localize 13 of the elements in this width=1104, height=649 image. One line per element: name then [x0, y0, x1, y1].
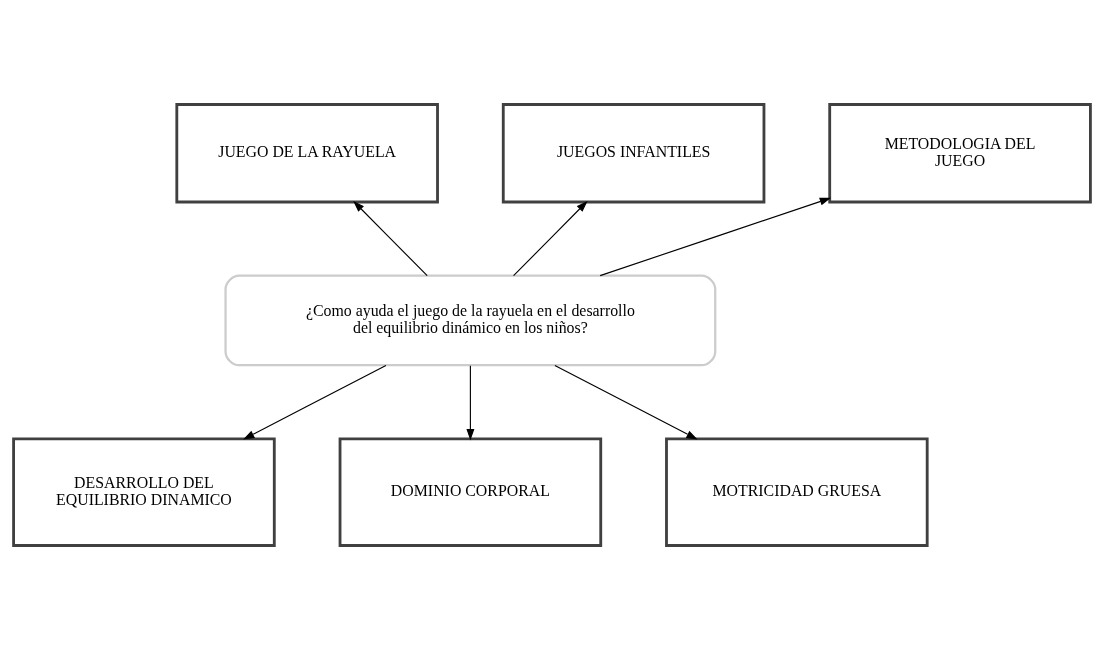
- arrow: [599, 197, 832, 276]
- arrow: [353, 200, 428, 276]
- arrow: [243, 364, 387, 440]
- node-box: DOMINIO CORPORAL: [338, 437, 603, 547]
- arrow: [466, 364, 475, 440]
- node-box: JUEGOS INFANTILES: [501, 102, 766, 203]
- node-box: MOTRICIDAD GRUESA: [665, 437, 929, 547]
- node-box: JUEGO DE LA RAYUELA: [175, 102, 439, 203]
- node-box: DESARROLLO DEL EQUILIBRIO DINAMICO: [12, 437, 276, 547]
- arrow: [554, 364, 698, 440]
- arrow: [513, 200, 588, 276]
- node-box: ¿Como ayuda el juego de la rayuela en el desarrollo del equilibrio dinámico en los niños?: [224, 274, 717, 366]
- node-box: METODOLOGIA DEL JUEGO: [828, 102, 1092, 203]
